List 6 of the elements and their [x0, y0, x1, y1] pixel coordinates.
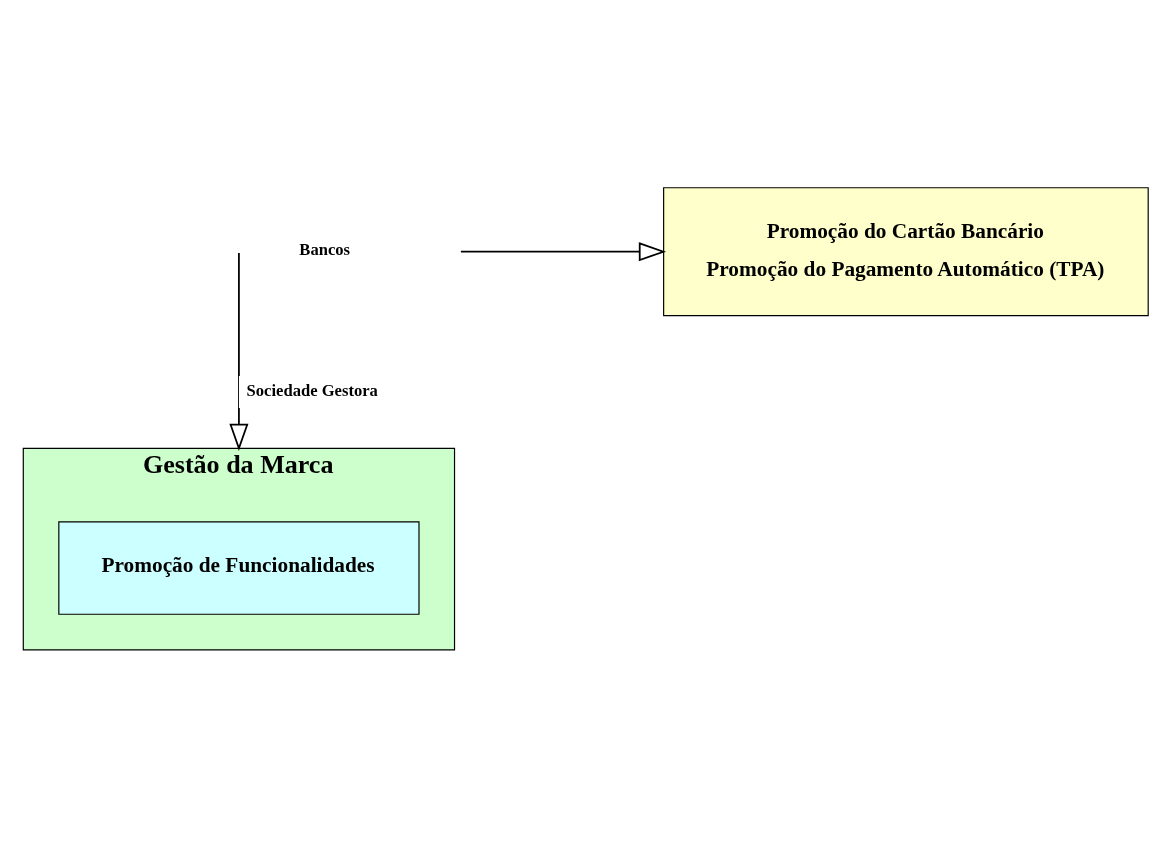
edge-label: Sociedade Gestora [246, 380, 378, 400]
arrow [460, 241, 667, 261]
arrow [229, 251, 249, 451]
node-box: Promoção de Funcionalidades [58, 520, 420, 615]
node-box: Promoção do Cartão Bancário Promoção do Pagamento Automático (TPA) [663, 186, 1149, 316]
label: Bancos [299, 239, 350, 259]
